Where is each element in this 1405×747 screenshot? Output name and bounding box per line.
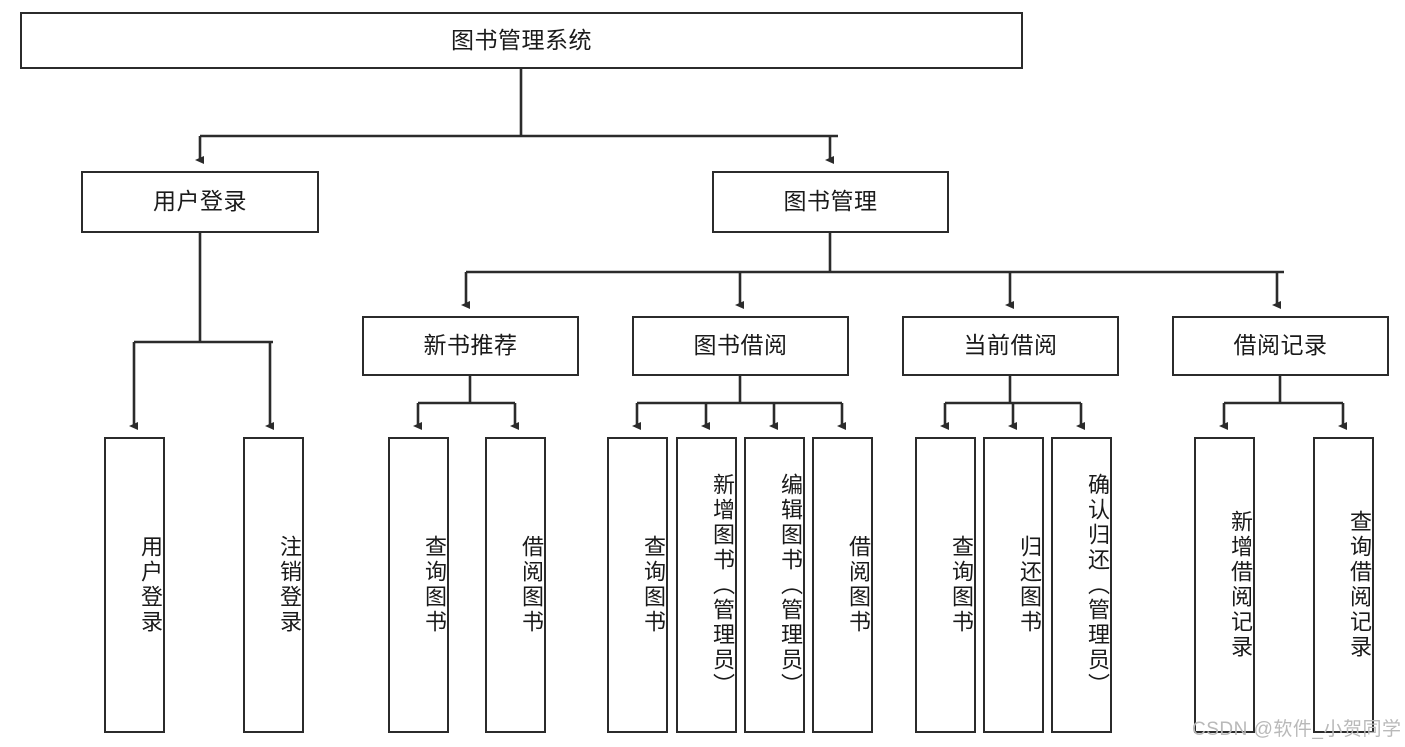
node-new-book-recommend-label: 新书推荐 [423,332,518,359]
node-root-label: 图书管理系统 [451,26,592,53]
node-leaf-borrow-book-bb-label: 借阅图书 [846,535,871,635]
node-new-book-recommend[interactable]: 新书推荐 [362,316,579,376]
node-leaf-add-borrow-record-label: 新增借阅记录 [1228,510,1253,660]
node-leaf-confirm-return-admin[interactable]: 确认归还（管理员） [1051,437,1112,733]
node-current-borrow-label: 当前借阅 [963,332,1058,359]
node-leaf-confirm-return-admin-label: 确认归还（管理员） [1085,472,1110,698]
node-user-login-label: 用户登录 [153,188,247,215]
node-borrow-record-label: 借阅记录 [1233,332,1328,359]
node-leaf-query-borrow-record-label: 查询借阅记录 [1347,510,1372,660]
node-book-manage[interactable]: 图书管理 [712,171,949,233]
node-leaf-add-book-admin-label: 新增图书（管理员） [710,472,735,698]
node-leaf-user-login-label: 用户登录 [138,535,163,635]
node-leaf-borrow-book-rec[interactable]: 借阅图书 [485,437,546,733]
node-leaf-edit-book-admin-label: 编辑图书（管理员） [778,472,803,698]
node-leaf-query-borrow-record[interactable]: 查询借阅记录 [1313,437,1374,733]
node-leaf-return-book[interactable]: 归还图书 [983,437,1044,733]
node-leaf-query-book-cb[interactable]: 查询图书 [915,437,976,733]
node-leaf-query-book-rec[interactable]: 查询图书 [388,437,449,733]
node-leaf-edit-book-admin[interactable]: 编辑图书（管理员） [744,437,805,733]
csdn-watermark: CSDN @软件_小贺同学 [1192,719,1402,740]
node-leaf-user-login[interactable]: 用户登录 [104,437,165,733]
node-user-login[interactable]: 用户登录 [81,171,319,233]
node-borrow-record[interactable]: 借阅记录 [1172,316,1389,376]
node-leaf-logout-label: 注销登录 [277,535,302,635]
node-current-borrow[interactable]: 当前借阅 [902,316,1119,376]
node-leaf-borrow-book-bb[interactable]: 借阅图书 [812,437,873,733]
node-leaf-logout[interactable]: 注销登录 [243,437,304,733]
node-leaf-query-book-rec-label: 查询图书 [422,535,447,635]
node-leaf-add-borrow-record[interactable]: 新增借阅记录 [1194,437,1255,733]
node-book-manage-label: 图书管理 [783,188,878,215]
node-root[interactable]: 图书管理系统 [20,12,1023,69]
node-leaf-query-book-cb-label: 查询图书 [949,535,974,635]
node-book-borrow[interactable]: 图书借阅 [632,316,849,376]
node-leaf-add-book-admin[interactable]: 新增图书（管理员） [676,437,737,733]
node-leaf-query-book-bb-label: 查询图书 [641,535,666,635]
node-leaf-return-book-label: 归还图书 [1017,535,1042,635]
node-book-borrow-label: 图书借阅 [693,332,788,359]
node-leaf-query-book-bb[interactable]: 查询图书 [607,437,668,733]
node-leaf-borrow-book-rec-label: 借阅图书 [519,535,544,635]
